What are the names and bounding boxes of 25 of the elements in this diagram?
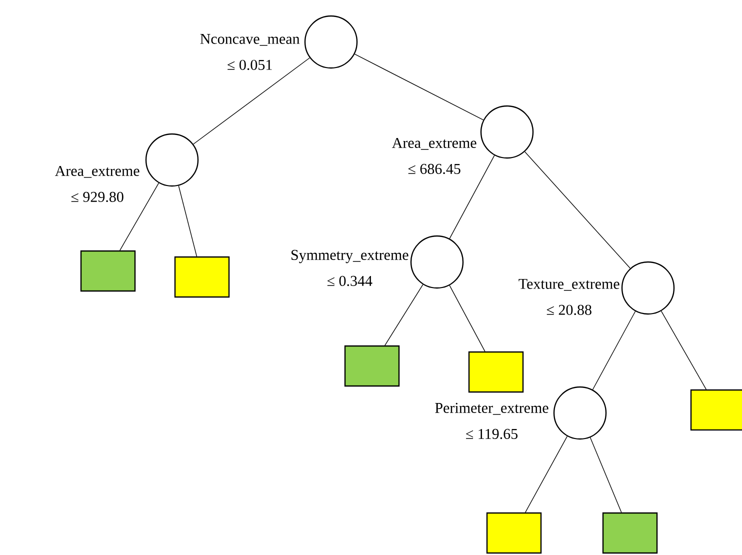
- leaf-box: [80, 250, 136, 292]
- split-condition: Nconcave_mean ≤ 0.051: [200, 34, 300, 70]
- branch-line: [592, 311, 636, 390]
- split-condition: Symmetry_extreme ≤ 0.344: [292, 250, 408, 286]
- branch-line: [524, 151, 631, 269]
- leaf-box: [690, 389, 742, 431]
- branch-line: [384, 284, 424, 346]
- branch-line: [660, 310, 707, 390]
- split-condition: Texture_extreme ≤ 20.88: [518, 278, 620, 316]
- split-condition: Area_extreme ≤ 929.80: [55, 166, 140, 202]
- branch-line: [193, 58, 310, 144]
- leaf-box: [486, 512, 542, 554]
- branch-line: [120, 182, 160, 251]
- leaf-box: [344, 345, 400, 387]
- split-condition: Area_extreme ≤ 686.45: [392, 138, 476, 174]
- branch-line: [524, 436, 568, 513]
- leaf-box: [468, 351, 524, 393]
- branch-line: [449, 155, 495, 239]
- branch-line: [178, 185, 198, 257]
- branch-line: [449, 285, 486, 352]
- branch-line: [590, 437, 622, 513]
- leaf-box: [602, 512, 658, 554]
- split-condition: Perimeter_extreme ≤ 119.65: [435, 402, 548, 440]
- branch-line: [354, 54, 484, 120]
- leaf-box: [174, 256, 230, 298]
